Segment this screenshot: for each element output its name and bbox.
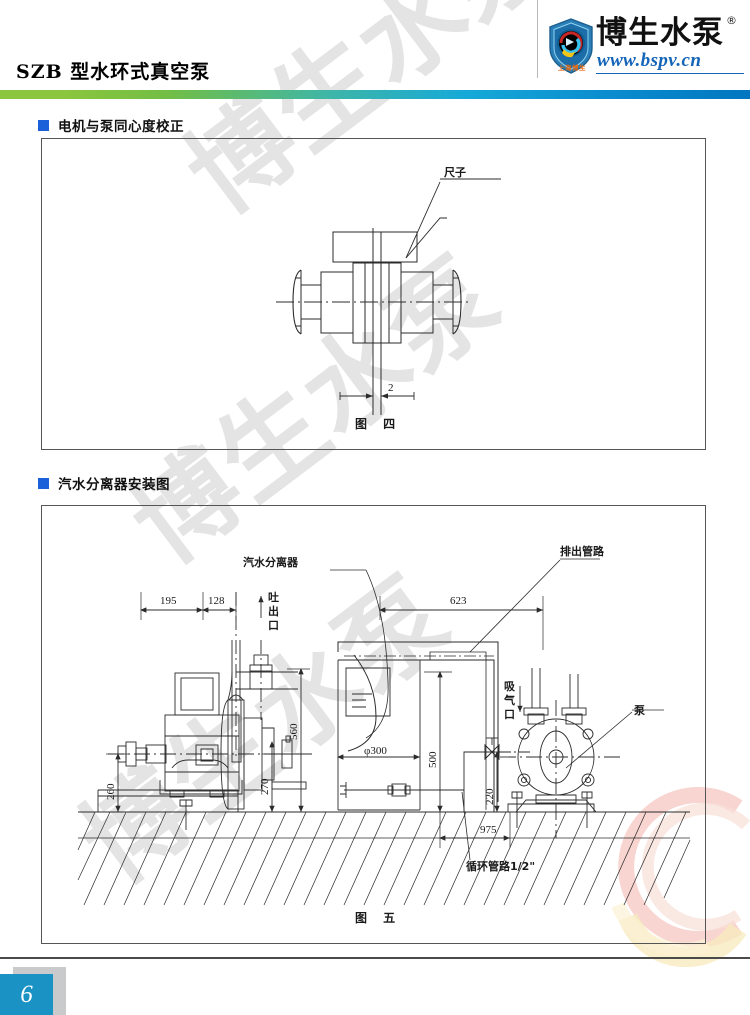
header-divider [537, 0, 538, 78]
square-bullet-icon [38, 119, 49, 131]
section-heading-concentricity: 电机与泵同心度校正 [38, 115, 184, 135]
shield-emblem-icon [549, 18, 593, 74]
registered-mark-icon: ® [726, 14, 737, 27]
footer-rule [0, 957, 750, 959]
page-title: SZB 型水环式真空泵 [16, 61, 211, 83]
section-heading-separator-install: 汽水分离器安装图 [38, 473, 170, 493]
title-gradient-bar [0, 90, 750, 99]
square-bullet-icon [38, 477, 49, 489]
document-header: 上海博生 博生水泵 ® www.bspv.cn SZB 型水环式真空泵 [0, 0, 750, 92]
figure-4-frame [41, 138, 706, 450]
emblem-caption: 上海博生 [558, 64, 586, 72]
brand-url[interactable]: www.bspv.cn [597, 50, 702, 71]
brand-logo: 上海博生 博生水泵 ® www.bspv.cn [548, 14, 744, 78]
brand-url-underline [596, 73, 744, 74]
brand-name: 博生水泵 [596, 15, 724, 51]
section-title: 电机与泵同心度校正 [58, 119, 184, 135]
section-title: 汽水分离器安装图 [58, 477, 170, 493]
page-number-badge: 6 [0, 974, 53, 1015]
figure-5-frame [41, 505, 706, 944]
page-number: 6 [20, 980, 33, 1008]
